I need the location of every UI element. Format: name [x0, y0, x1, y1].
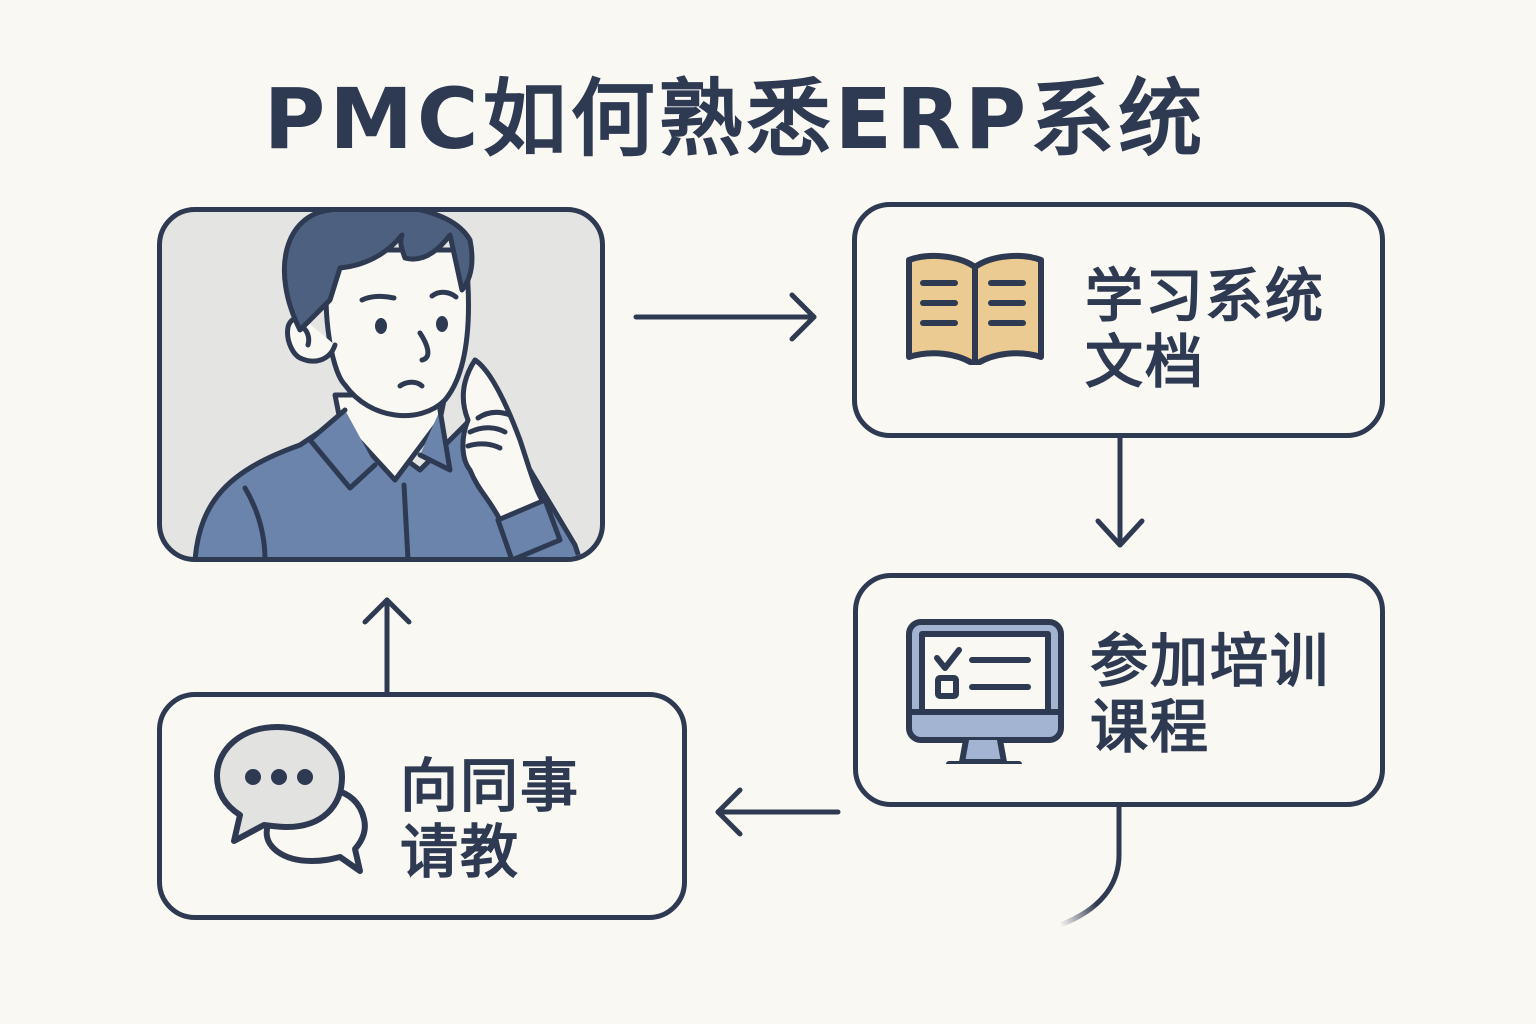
- docs-node: 学习系统 文档: [852, 202, 1385, 438]
- arrow-docs-to-training: [1095, 435, 1145, 548]
- arrow-training-to-colleagues: [715, 787, 841, 837]
- colleagues-node: 向同事 请教: [157, 692, 687, 920]
- training-node: 参加培训 课程: [853, 573, 1385, 807]
- docs-label: 学习系统 文档: [1085, 262, 1326, 396]
- trailing-curve-connector: [1057, 804, 1122, 928]
- diagram-title: PMC如何熟悉ERP系统: [263, 70, 1207, 168]
- colleagues-label: 向同事 请教: [400, 752, 581, 886]
- training-label: 参加培训 课程: [1090, 627, 1331, 761]
- person-node: [157, 207, 605, 562]
- monitor-checklist-icon: [906, 619, 1064, 764]
- chat-bubbles-icon: [214, 724, 368, 874]
- arrow-colleagues-to-person: [362, 597, 412, 695]
- arrow-person-to-docs: [633, 292, 817, 342]
- open-book-icon: [906, 253, 1044, 365]
- thinking-person-illustration: [192, 212, 582, 557]
